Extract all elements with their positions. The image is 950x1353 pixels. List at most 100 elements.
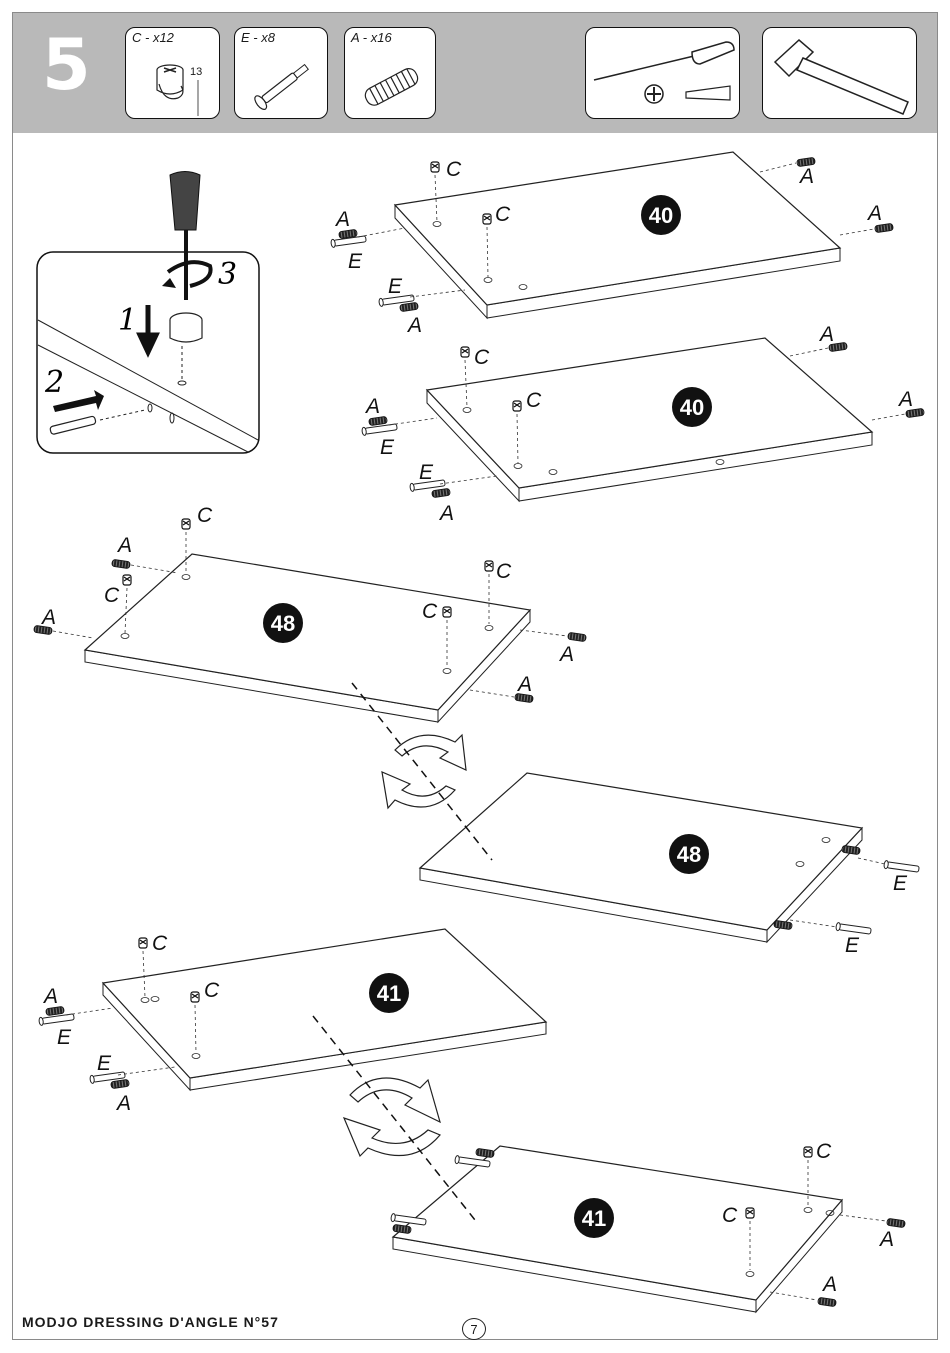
- bolt-e: [409, 479, 446, 492]
- label-c: C: [722, 1204, 738, 1227]
- drill-hole: [432, 221, 442, 227]
- drill-hole: [825, 1210, 835, 1216]
- label-a: A: [334, 208, 350, 231]
- panel-40: 40: [425, 337, 874, 503]
- dowel-icon: [364, 68, 419, 106]
- dowel-a: [338, 229, 358, 239]
- drill-hole: [483, 277, 493, 283]
- part-dimension: 13: [190, 66, 203, 78]
- label-e: E: [893, 872, 908, 895]
- dowel-a: [567, 632, 587, 642]
- dowel-a: [905, 408, 925, 418]
- guide-line: [871, 413, 906, 421]
- guide-line: [117, 1066, 176, 1076]
- part-label-e: E - x8: [241, 30, 275, 45]
- guide-line: [194, 1004, 197, 1054]
- drill-hole: [442, 668, 452, 674]
- label-a: A: [866, 202, 882, 225]
- guide-line: [769, 1291, 818, 1301]
- guide-line: [357, 227, 406, 238]
- guide-line: [409, 289, 466, 298]
- label-c: C: [474, 346, 490, 369]
- label-a: A: [516, 673, 532, 696]
- label-e: E: [97, 1052, 112, 1075]
- label-c: C: [422, 600, 438, 623]
- screwdriver-icon: [593, 41, 735, 104]
- guide-line: [52, 630, 94, 639]
- label-c: C: [816, 1140, 832, 1163]
- bolt-e: [378, 294, 415, 307]
- label-c: C: [495, 203, 511, 226]
- hammer-icon: [773, 38, 909, 115]
- panel-badge: [672, 387, 712, 427]
- guide-line: [388, 417, 438, 426]
- label-a: A: [42, 985, 58, 1008]
- panel-40: 40: [393, 151, 842, 320]
- drill-hole: [518, 284, 528, 290]
- panel-number: 40: [649, 203, 673, 228]
- axis-line-48: [351, 682, 493, 861]
- label-a: A: [115, 1092, 131, 1115]
- cam-lock-c: [181, 518, 191, 530]
- cam-lock-c: [512, 400, 522, 412]
- panel-41: 41: [101, 928, 548, 1092]
- label-a: A: [558, 643, 574, 666]
- label-e: E: [380, 436, 395, 459]
- cam-lock-c: [803, 1146, 813, 1158]
- dowel-a: [45, 1006, 65, 1016]
- part-label-a: A - x16: [351, 30, 392, 45]
- guide-line: [469, 689, 515, 698]
- guide-line: [142, 950, 146, 998]
- dowel-a: [399, 302, 419, 312]
- label-a: A: [821, 1273, 837, 1296]
- tool-box-screwdriver: [585, 27, 740, 119]
- label-c: C: [496, 560, 512, 583]
- guide-line: [464, 359, 468, 408]
- flip-arrows-48: [381, 733, 467, 810]
- panel-number: 48: [271, 611, 295, 636]
- flip-arrows-41: [342, 1077, 441, 1158]
- inset-detail: [36, 171, 260, 454]
- drill-hole: [715, 459, 725, 465]
- drill-hole: [795, 861, 805, 867]
- drill-hole: [462, 407, 472, 413]
- drill-hole: [548, 469, 558, 475]
- inset-step-1: 1: [118, 303, 137, 338]
- panel-badge: [369, 973, 409, 1013]
- cam-lock-c: [138, 937, 148, 949]
- dowel-a: [773, 920, 793, 930]
- label-e: E: [57, 1026, 72, 1049]
- part-label-c: C - x12: [132, 30, 174, 45]
- panel-number: 40: [680, 395, 704, 420]
- bolt-e: [883, 860, 920, 873]
- label-a: A: [40, 606, 56, 629]
- drill-hole: [484, 625, 494, 631]
- bolt-e: [361, 423, 398, 436]
- label-e: E: [388, 275, 403, 298]
- label-c: C: [446, 158, 462, 181]
- drill-hole: [821, 837, 831, 843]
- connector-bolt-icon: [254, 63, 309, 110]
- bolt-e: [38, 1013, 75, 1026]
- label-a: A: [116, 534, 132, 557]
- guide-line: [759, 162, 797, 173]
- step-number: 5: [42, 24, 91, 106]
- label-e: E: [419, 461, 434, 484]
- cam-lock-c: [482, 213, 492, 225]
- part-box-c: C - x12 13: [125, 27, 220, 119]
- panel-number: 41: [377, 981, 401, 1006]
- cam-lock-icon: [156, 64, 199, 116]
- cam-lock-c: [484, 560, 494, 572]
- label-c: C: [204, 979, 220, 1002]
- drill-hole: [803, 1207, 813, 1213]
- drill-hole: [745, 1271, 755, 1277]
- label-a: A: [878, 1228, 894, 1251]
- drill-hole: [150, 996, 160, 1002]
- cam-lock-c: [430, 161, 440, 173]
- panel-badge: [263, 603, 303, 643]
- cam-lock-c: [745, 1207, 755, 1219]
- bolt-e: [835, 922, 872, 935]
- dowel-a: [841, 845, 861, 855]
- guide-line: [519, 629, 568, 637]
